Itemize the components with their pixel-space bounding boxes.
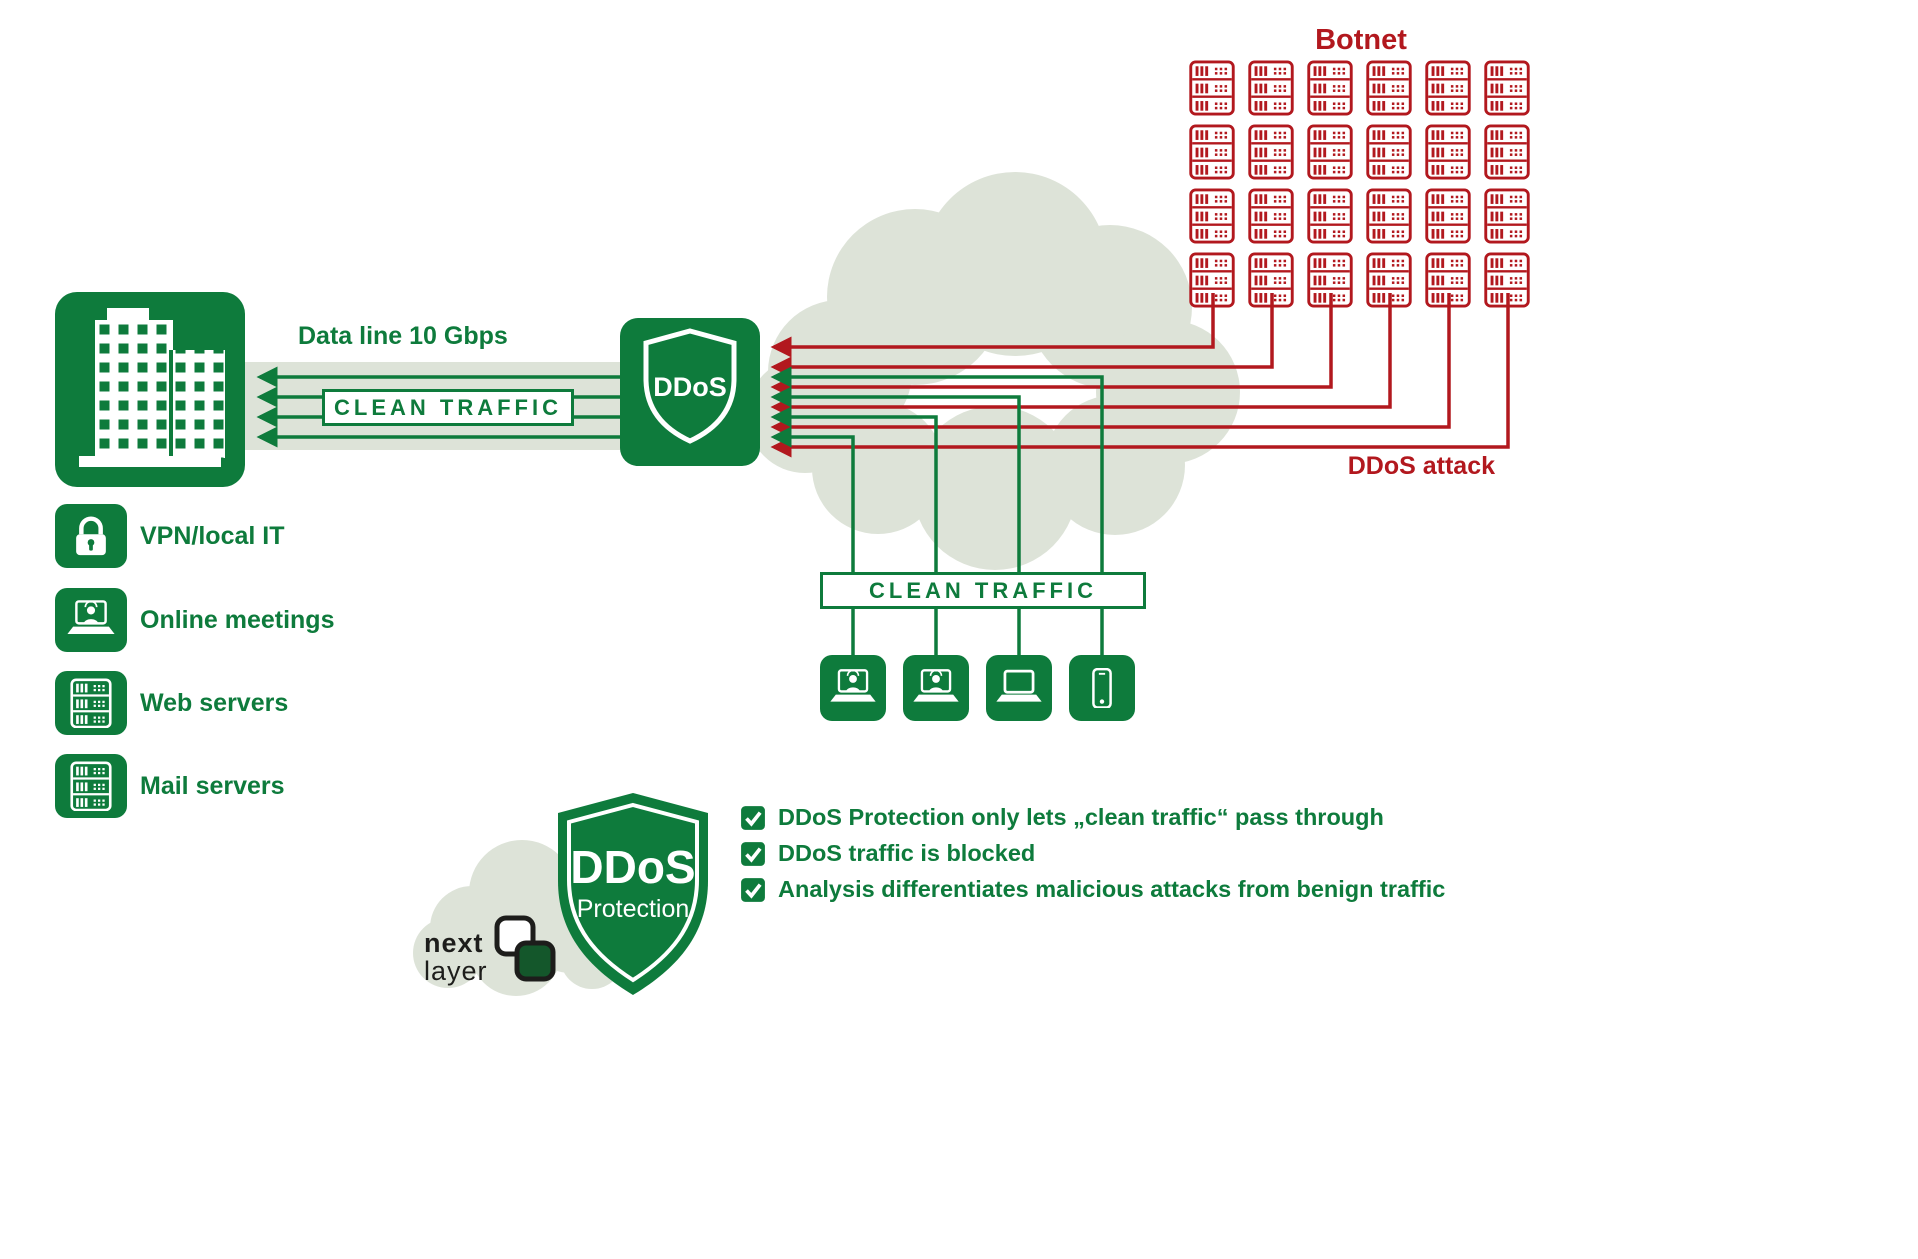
web-servers-icon-box: [55, 671, 127, 735]
shield-icon: DDoS: [643, 328, 737, 444]
botnet-server-icon: [1247, 60, 1295, 116]
logo-text-layer: layer: [424, 956, 488, 986]
protection-shield-subtitle: Protection: [577, 895, 690, 923]
clean-traffic-top-label: CLEAN TRAFFIC: [334, 395, 562, 420]
botnet-server-icon: [1365, 188, 1413, 244]
botnet-server-icon: [1483, 188, 1531, 244]
data-line-label: Data line 10 Gbps: [298, 322, 508, 350]
ddos-attack-arrows: [770, 293, 1510, 458]
botnet-server-icon: [1483, 252, 1531, 308]
botnet-server-icon: [1365, 252, 1413, 308]
checklist-item-text: DDoS Protection only lets „clean traffic…: [778, 804, 1384, 830]
clean-traffic-bottom-label: CLEAN TRAFFIC: [869, 578, 1097, 603]
company-building-icon: [55, 292, 245, 487]
botnet-server-icon: [1424, 252, 1472, 308]
video-call-icon: [65, 599, 117, 641]
botnet-label: Botnet: [1315, 24, 1407, 56]
checklist: DDoS Protection only lets „clean traffic…: [740, 804, 1445, 912]
protection-shield-title: DDoS: [570, 841, 695, 893]
sidebar-item-web-servers: Web servers: [140, 689, 289, 717]
clean-traffic-top-box: CLEAN TRAFFIC: [322, 389, 574, 426]
botnet-server-icon: [1188, 124, 1236, 180]
botnet-server-icon: [1424, 188, 1472, 244]
botnet-server-icon: [1188, 60, 1236, 116]
checklist-item: DDoS traffic is blocked: [740, 840, 1445, 867]
device-video-call-1: [820, 655, 886, 721]
checkbox-checked-icon: [740, 841, 766, 867]
logo-text-next: next: [424, 928, 484, 958]
checklist-item: Analysis differentiates malicious attack…: [740, 876, 1445, 903]
botnet-server-icon: [1365, 124, 1413, 180]
meetings-icon-box: [55, 588, 127, 652]
ddos-shield-node: DDoS: [620, 318, 760, 466]
botnet-server-icon: [1365, 60, 1413, 116]
botnet-server-icon: [1247, 252, 1295, 308]
nextlayer-logo: next layer: [424, 929, 488, 985]
botnet-server-icon: [1188, 188, 1236, 244]
botnet-server-icon: [1188, 252, 1236, 308]
checklist-item: DDoS Protection only lets „clean traffic…: [740, 804, 1445, 831]
botnet-server-icon: [1306, 60, 1354, 116]
video-call-icon: [911, 668, 961, 709]
botnet-server-icon: [1306, 252, 1354, 308]
clean-traffic-bottom-box: CLEAN TRAFFIC: [820, 572, 1146, 609]
device-video-call-2: [903, 655, 969, 721]
checkbox-checked-icon: [740, 877, 766, 903]
botnet-server-icon: [1247, 124, 1295, 180]
botnet-server-icon: [1306, 124, 1354, 180]
checklist-item-text: Analysis differentiates malicious attack…: [778, 876, 1446, 902]
server-icon: [70, 678, 112, 729]
botnet-grid: [1188, 60, 1531, 308]
botnet-server-icon: [1424, 60, 1472, 116]
botnet-server-icon: [1247, 188, 1295, 244]
sidebar-item-vpn: VPN/local IT: [140, 522, 285, 550]
laptop-icon: [994, 668, 1044, 709]
checklist-item-text: DDoS traffic is blocked: [778, 840, 1036, 866]
vpn-icon-box: [55, 504, 127, 568]
smartphone-icon: [1077, 668, 1127, 709]
botnet-server-icon: [1306, 188, 1354, 244]
server-icon: [70, 761, 112, 812]
ddos-attack-label: DDoS attack: [1347, 452, 1495, 480]
ddos-protection-shield: DDoS Protection: [558, 793, 708, 995]
video-call-icon: [828, 668, 878, 709]
ddos-node-label: DDoS: [653, 372, 727, 402]
botnet-server-icon: [1483, 60, 1531, 116]
lock-icon: [65, 512, 117, 560]
device-laptop: [986, 655, 1052, 721]
sidebar-item-mail-servers: Mail servers: [140, 772, 285, 800]
checkbox-checked-icon: [740, 805, 766, 831]
nextlayer-logo-icon: [494, 915, 556, 982]
botnet-server-icon: [1483, 124, 1531, 180]
sidebar-item-meetings: Online meetings: [140, 606, 335, 634]
mail-servers-icon-box: [55, 754, 127, 818]
botnet-server-icon: [1424, 124, 1472, 180]
device-smartphone: [1069, 655, 1135, 721]
